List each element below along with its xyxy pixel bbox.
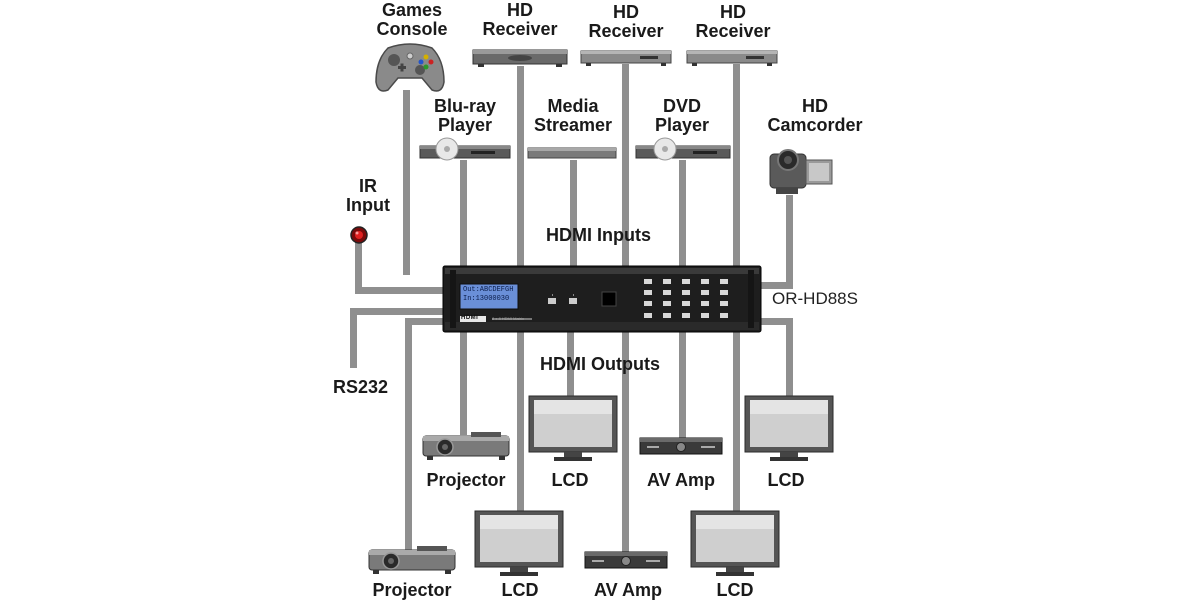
cable-ir-v <box>355 240 362 293</box>
label-av-amp-2: AV Amp <box>593 580 662 600</box>
cable-out-av-amp-1 <box>679 330 686 440</box>
projector-icon <box>422 432 510 460</box>
camcorder-icon <box>769 149 833 194</box>
cable-ir-h <box>355 287 445 294</box>
label-line: DVD <box>662 96 701 116</box>
dvd-player-icon <box>635 137 731 161</box>
label-line: HD <box>802 96 828 116</box>
cable-games-console <box>403 90 410 275</box>
cable-rs232-h <box>350 308 445 315</box>
label-line: Player <box>654 115 710 135</box>
label-camcorder: HD Camcorder <box>755 97 875 135</box>
cable-hd-receiver-1 <box>517 66 524 276</box>
label-line: Receiver <box>482 19 558 39</box>
cable-out-lcd-2 <box>786 318 793 398</box>
label-hd-receiver-3: HD Receiver <box>673 3 793 41</box>
label-line: Blu-ray <box>433 96 496 116</box>
label-projector-1: Projector <box>426 470 506 490</box>
label-lcd-3: LCD <box>501 580 539 600</box>
cable-dvd <box>679 160 686 276</box>
front-panel-lcd-line2: In:13000030 <box>463 295 510 303</box>
label-hd-receiver-2: HD Receiver <box>566 3 686 41</box>
label-line: Input <box>346 195 390 215</box>
front-panel-caption: 8 x 8 HDMI Matrix <box>492 316 525 321</box>
cable-out-lcd-2-h <box>755 318 793 325</box>
cable-out-lcd-4 <box>733 330 740 515</box>
cable-out-projector-1 <box>460 330 467 435</box>
av-amp-icon <box>639 437 723 455</box>
label-line: HD <box>613 2 639 22</box>
label-lcd-4: LCD <box>716 580 754 600</box>
label-line: Player <box>437 115 493 135</box>
label-lcd-1: LCD <box>551 470 589 490</box>
matrix-switcher <box>442 265 762 333</box>
front-panel-lcd-line1: Out:ABCDEFGH <box>463 286 514 294</box>
lcd-tv-icon <box>528 395 618 461</box>
games-controller-icon <box>375 43 445 92</box>
model-number: OR-HD88S <box>772 289 858 308</box>
lcd-tv-icon <box>474 510 564 576</box>
av-amp-icon <box>584 551 668 569</box>
label-line: Console <box>376 19 448 39</box>
cable-out-lcd-1 <box>567 330 574 400</box>
cable-camcorder-v <box>786 195 793 287</box>
label-ir-input: IR Input <box>308 177 428 215</box>
label-line: Streamer <box>533 115 613 135</box>
projector-icon <box>368 546 456 574</box>
lcd-tv-icon <box>690 510 780 576</box>
label-rs232: RS232 <box>333 377 389 397</box>
cable-out-projector-2-h <box>405 318 445 325</box>
cable-hd-receiver-2 <box>622 64 629 276</box>
label-line: IR <box>359 176 377 196</box>
hdmi-outputs-label: HDMI Outputs <box>540 354 660 374</box>
label-line: HD <box>507 0 533 20</box>
cable-out-lcd-3 <box>517 330 524 515</box>
label-line: HD <box>720 2 746 22</box>
lcd-tv-icon <box>744 395 834 461</box>
hd-receiver-icon <box>580 50 672 66</box>
cable-media-streamer <box>570 160 577 276</box>
ir-sensor-icon <box>350 226 368 244</box>
label-bluray: Blu-ray Player <box>405 97 525 135</box>
label-line: Receiver <box>695 21 771 41</box>
bluray-player-icon <box>419 137 511 161</box>
label-line: Games <box>381 0 443 20</box>
cable-camcorder-h <box>760 282 793 289</box>
cable-rs232-v <box>350 308 357 368</box>
label-hd-receiver-1: HD Receiver <box>460 1 580 39</box>
label-games-console: Games Console <box>352 1 472 39</box>
media-streamer-icon <box>527 147 617 159</box>
label-projector-2: Projector <box>372 580 452 600</box>
label-dvd: DVD Player <box>622 97 742 135</box>
cable-bluray <box>460 160 467 276</box>
cable-hd-receiver-3 <box>733 64 740 276</box>
label-av-amp-1: AV Amp <box>646 470 715 490</box>
label-line: Media <box>547 96 599 116</box>
label-lcd-2: LCD <box>767 470 805 490</box>
hd-receiver-icon <box>472 49 568 67</box>
cable-out-projector-2 <box>405 318 412 550</box>
label-line: Camcorder <box>767 115 863 135</box>
hd-receiver-icon <box>686 50 778 66</box>
front-panel-hdmi-logo: HDMI <box>461 315 479 321</box>
label-media-streamer: Media Streamer <box>513 97 633 135</box>
cable-out-av-amp-2 <box>622 330 629 555</box>
hdmi-inputs-label: HDMI Inputs <box>546 225 651 245</box>
label-line: Receiver <box>588 21 664 41</box>
